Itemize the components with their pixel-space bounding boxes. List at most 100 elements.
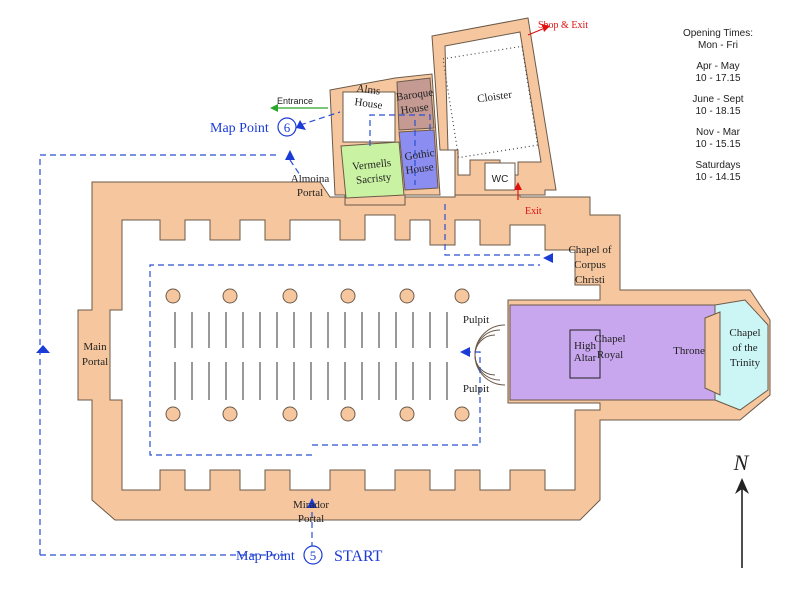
cloister-label: Cloister (476, 89, 512, 106)
entrance-arrow-head (270, 104, 278, 112)
period-apr-may: Apr - May 10 - 17.15 (658, 61, 778, 85)
exit-label: Exit (525, 206, 542, 217)
exit-arrow-head (514, 182, 522, 190)
shop-exit-marker: Shop & Exit (527, 20, 588, 36)
throne-label: Throne (673, 345, 705, 357)
gothic-house-room (398, 129, 439, 191)
chapel-royal-label-2: Royal (597, 349, 623, 361)
main-portal-label-1: Main (83, 341, 107, 353)
period-time: 10 - 15.15 (695, 139, 741, 150)
baroque-house-label-2: House (400, 101, 430, 117)
alms-house-room (342, 91, 396, 143)
gothic-house-label-2: House (405, 161, 435, 177)
trinity-label-1: Chapel (729, 327, 760, 339)
route-almoina (289, 159, 301, 176)
nave-column (454, 406, 470, 422)
high-altar-box (569, 329, 601, 379)
corpus-label-2: Corpus (574, 259, 606, 271)
map-point-6-label: Map Point (210, 121, 269, 136)
map-point-5-label: Map Point (236, 549, 295, 564)
mirador-label-2: Portal (298, 513, 324, 525)
vermells-sacristy-room (340, 141, 405, 199)
shop-exit-arrow-head (542, 24, 550, 32)
apse-arc-3 (474, 334, 496, 376)
almoina-label-2: Portal (297, 187, 323, 199)
arrow-chapel-royal (460, 347, 470, 357)
alms-house-label-2: House (354, 96, 384, 112)
route-nave-to-chapel (312, 351, 481, 446)
throne-wall (704, 311, 721, 396)
chapel-royal-label-1: Chapel (594, 333, 625, 345)
nave-column (340, 288, 356, 304)
almoina-label-1: Almoina (291, 173, 330, 185)
period-june-sept: June - Sept 10 - 18.15 (658, 94, 778, 118)
nave-column (165, 406, 181, 422)
period-saturdays: Saturdays 10 - 14.15 (658, 160, 778, 184)
period-label: Apr - May (696, 61, 740, 72)
tour-route (39, 111, 540, 556)
route-nave-loop (149, 264, 540, 456)
nave-column (165, 288, 181, 304)
nave-floor (109, 214, 601, 491)
corpus-label-1: Chapel of (568, 244, 611, 256)
nave-column (282, 288, 298, 304)
trinity-label-2: of the (732, 342, 757, 354)
period-label: June - Sept (692, 94, 744, 105)
nave-column (222, 288, 238, 304)
nave-column (454, 288, 470, 304)
period-label: Nov - Mar (696, 127, 740, 138)
arrow-west-portal (36, 345, 50, 353)
trinity-label-3: Trinity (730, 357, 761, 369)
entrance-marker: Entrance (270, 96, 328, 112)
period-time: 10 - 18.15 (695, 106, 741, 117)
gothic-house-label-1: Gothic (404, 147, 435, 163)
high-altar-label-2: Altar (574, 352, 597, 364)
annex-block (329, 73, 441, 206)
arrow-almoina (285, 150, 295, 160)
route-outer-west (39, 154, 280, 555)
route-arrows (36, 120, 553, 508)
wc-label: WC (492, 174, 509, 185)
period-time: 10 - 17.15 (695, 73, 741, 84)
nave-pews (174, 312, 448, 400)
route-houses (369, 114, 431, 185)
mirador-label-1: Mirador (293, 499, 329, 511)
main-portal-label-2: Portal (82, 356, 108, 368)
arrow-map-point-6 (296, 120, 306, 130)
cathedral-walls (77, 181, 771, 521)
route-corpus (444, 200, 540, 256)
nave-column (399, 288, 415, 304)
map-point-6-number: 6 (284, 120, 291, 135)
pulpit-top-label: Pulpit (463, 314, 489, 326)
period-nov-mar: Nov - Mar 10 - 15.15 (658, 127, 778, 151)
north-arrow-head (735, 478, 749, 494)
period-time: 10 - 14.15 (695, 172, 741, 183)
vermells-label-2: Sacristy (355, 171, 392, 187)
arrow-mirador (307, 498, 317, 508)
shop-exit-label: Shop & Exit (538, 20, 588, 31)
entrance-label: Entrance (277, 96, 313, 106)
opening-times-title: Opening Times: (682, 28, 754, 39)
nave-columns (165, 288, 470, 422)
nave-column (340, 406, 356, 422)
shop-exit-arrow-line (527, 27, 546, 36)
chapel-trinity-room (714, 299, 769, 411)
nave-column (282, 406, 298, 422)
cloister-courtyard (444, 31, 542, 176)
map-labels: Alms House Baroque House Gothic House Ve… (82, 82, 761, 568)
period-label: Saturdays (695, 160, 741, 171)
nave-column (222, 406, 238, 422)
baroque-house-room (396, 77, 435, 131)
corpus-label-3: Christi (575, 274, 605, 286)
baroque-house-label-1: Baroque (395, 86, 434, 103)
opening-times-subtitle: Mon - Fri (698, 40, 738, 51)
cloister-block (431, 17, 557, 196)
map-point-5-number: 5 (310, 548, 317, 563)
arrow-corpus-christi (543, 253, 553, 263)
pulpit-bottom-label: Pulpit (463, 383, 489, 395)
opening-times-panel: Opening Times: Mon - Fri Apr - May 10 - … (658, 28, 778, 193)
start-label: START (334, 548, 383, 565)
nave-column (399, 406, 415, 422)
map-point-5-circle (303, 545, 323, 565)
wc-room (484, 162, 516, 191)
